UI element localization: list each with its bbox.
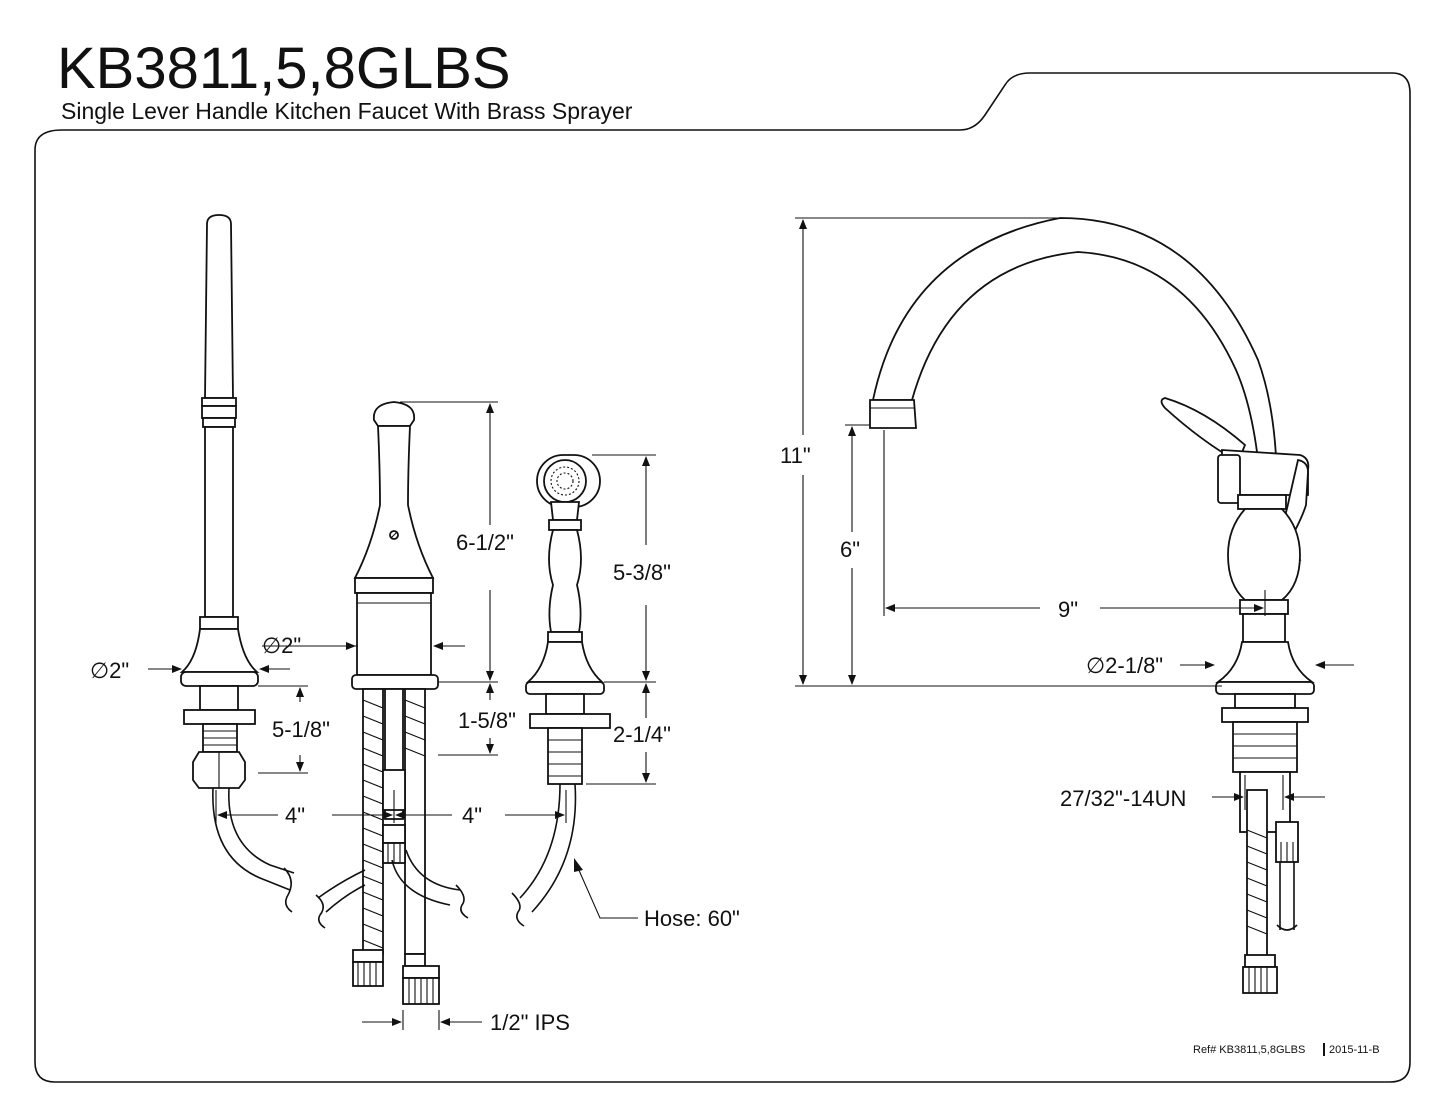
sprayer-shank-label: 2-1/4" <box>613 722 671 747</box>
shank-length-label: 5-1/8" <box>272 717 330 742</box>
spout-handle-spacing-label: 4" <box>285 803 305 828</box>
faucet-side-view <box>869 217 1315 994</box>
sprayer-height-label: 5-3/8" <box>613 560 671 585</box>
spout-diameter-label: ∅2" <box>90 658 129 683</box>
drawing-frame <box>34 72 1411 1083</box>
supply-connection-label: 1/2" IPS <box>490 1010 570 1035</box>
product-description: Single Lever Handle Kitchen Faucet With … <box>61 98 633 124</box>
revision-code: 2015-11-B <box>1329 1044 1380 1056</box>
spout-reach-label: 9" <box>1058 597 1078 622</box>
model-number-title: KB3811,5,8GLBS <box>57 36 511 101</box>
handle-front-view <box>315 401 469 1005</box>
spout-clearance-label: 6" <box>840 537 860 562</box>
base-diameter-label: ∅2-1/8" <box>1086 653 1163 678</box>
overall-height-label: 11" <box>780 443 811 468</box>
spout-side-view <box>179 214 295 913</box>
handle-height-label: 6-1/2" <box>456 530 514 555</box>
handle-diameter-label: ∅2" <box>262 633 301 658</box>
reference-number: Ref# KB3811,5,8GLBS <box>1193 1044 1305 1056</box>
handle-base-height-label: 1-5/8" <box>458 708 516 733</box>
handle-sprayer-spacing-label: 4" <box>462 803 482 828</box>
dimension-lines-right <box>795 217 1354 810</box>
sprayer-front-view <box>511 454 611 927</box>
thread-size-label: 27/32"-14UN <box>1060 786 1186 811</box>
dimension-lines-left <box>148 401 656 1030</box>
hose-length-label: Hose: 60" <box>644 906 740 931</box>
